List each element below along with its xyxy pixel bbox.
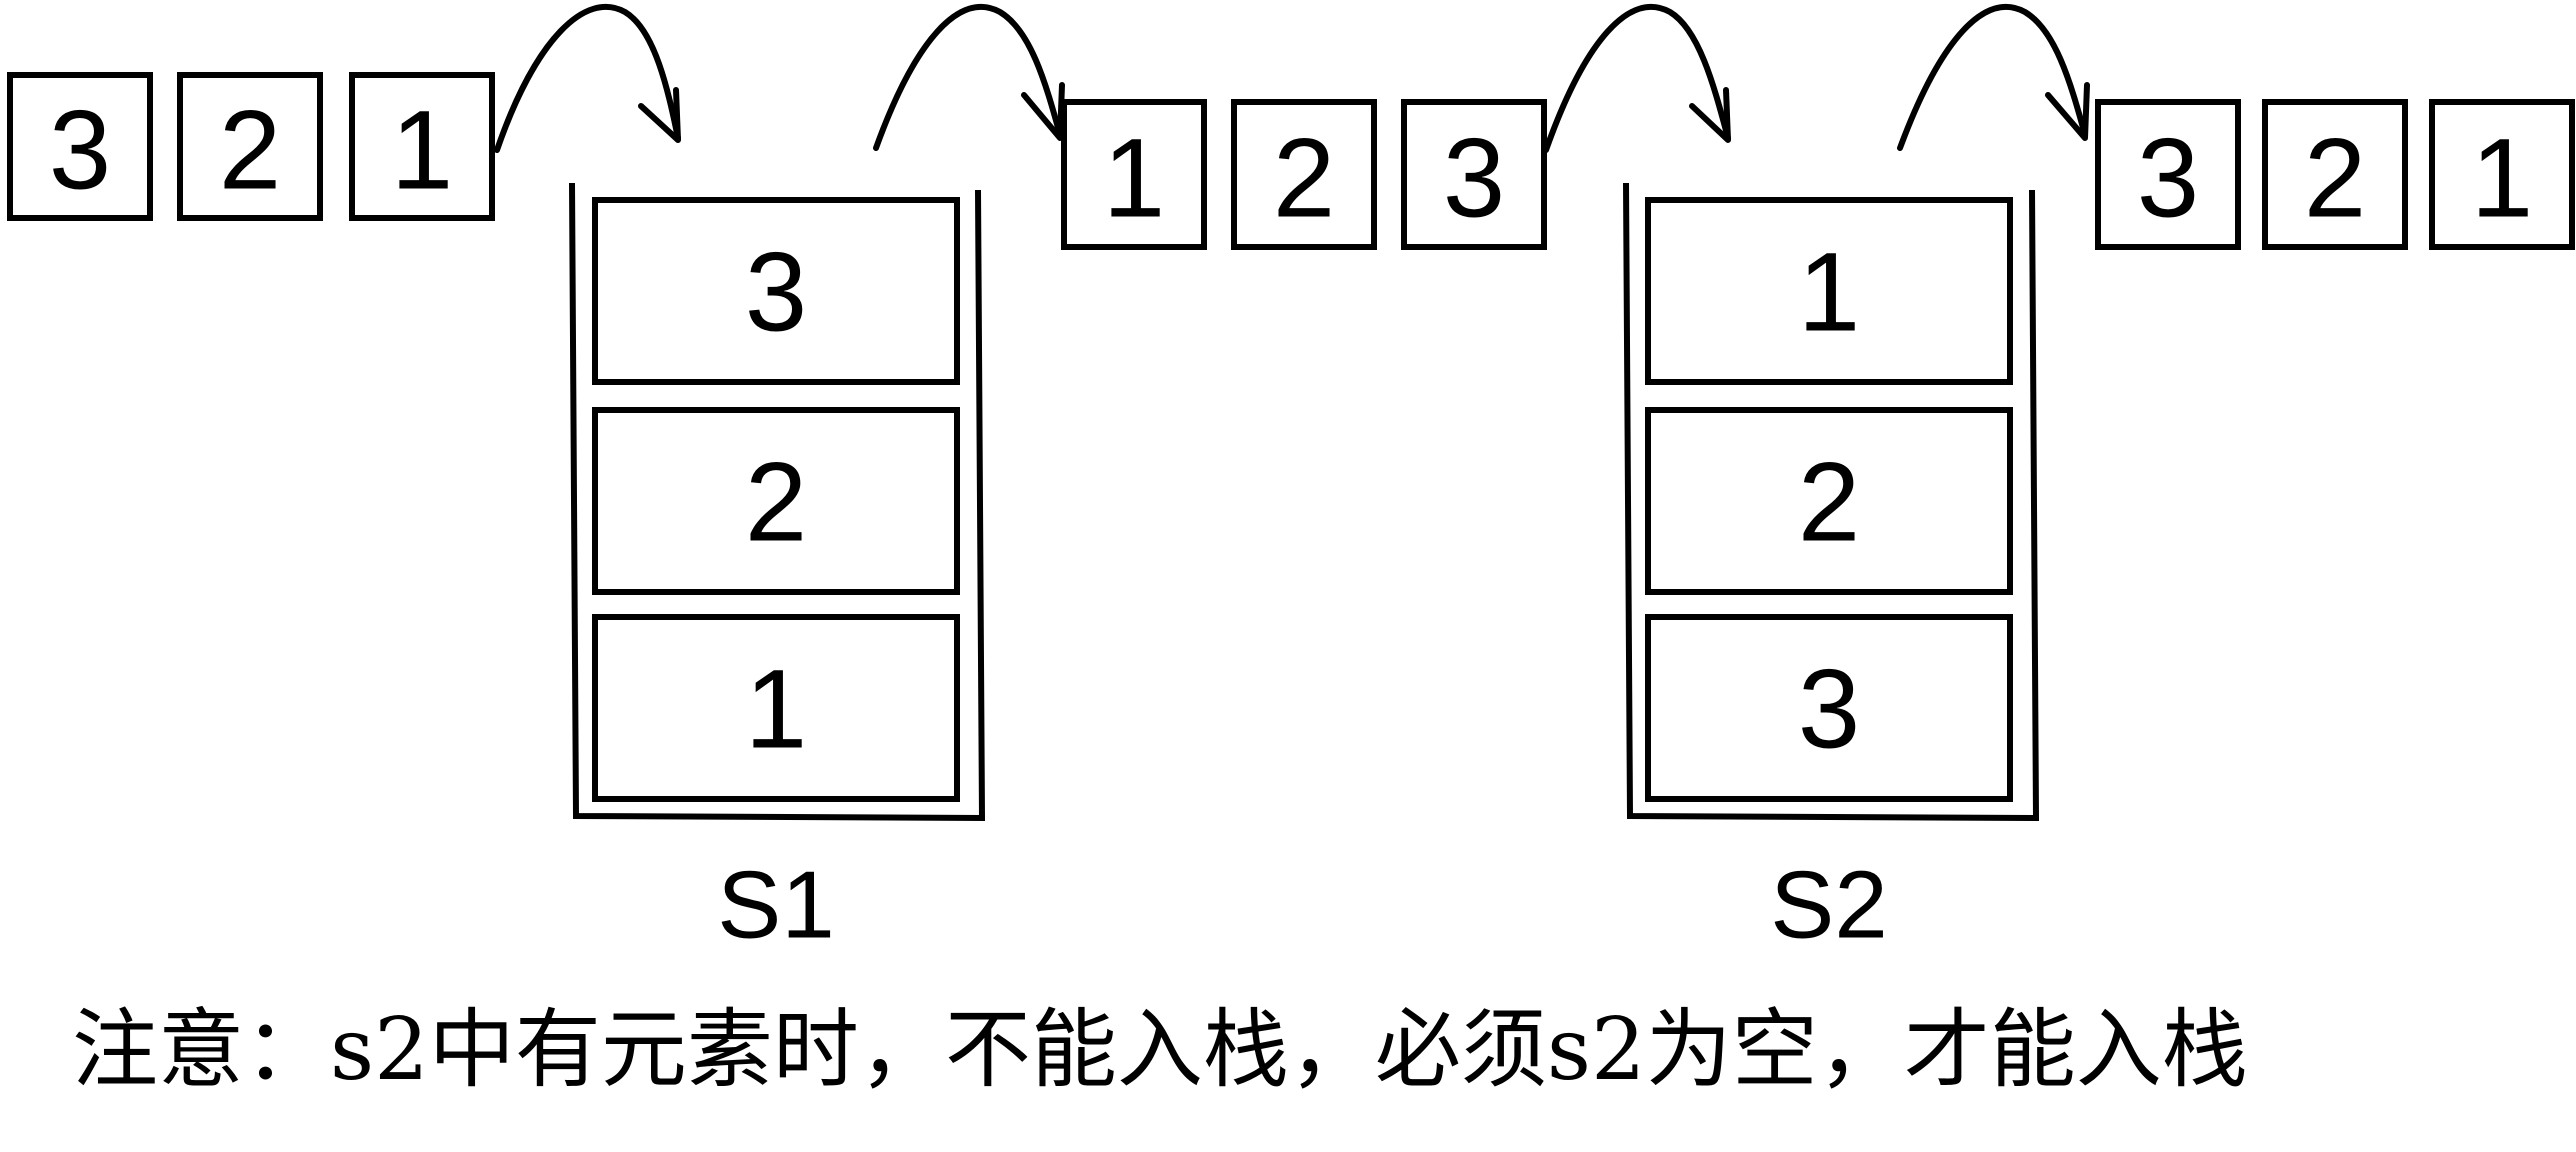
- caption-note: 注意：s2中有元素时，不能入栈，必须s2为空，才能入栈: [72, 1000, 2248, 1100]
- stack-cell-text: 2: [745, 440, 807, 565]
- sequence-cell: 2: [2262, 99, 2408, 250]
- sequence-cell: 2: [1231, 99, 1377, 250]
- sequence-cell-text: 3: [49, 88, 111, 213]
- stack-cell: 2: [592, 407, 960, 595]
- stack-cell: 2: [1645, 407, 2013, 595]
- input-sequence: 3 2 1: [7, 72, 495, 221]
- stack-label: S2: [1770, 852, 1887, 959]
- sequence-cell-text: 1: [391, 88, 453, 213]
- sequence-cell: 1: [349, 72, 495, 221]
- sequence-cell: 3: [7, 72, 153, 221]
- sequence-cell: 3: [1401, 99, 1547, 250]
- stack-container: [1623, 182, 2040, 822]
- sequence-cell: 1: [2429, 99, 2575, 250]
- pop-from-s1-arrow: [873, 4, 1065, 151]
- stack-cell: 1: [1645, 197, 2013, 385]
- stack-cell: 3: [592, 197, 960, 385]
- stack-cell-text: 3: [745, 230, 807, 355]
- sequence-cell: 2: [177, 72, 323, 221]
- push-to-s1-arrow: [494, 4, 681, 153]
- sequence-cell-text: 2: [2304, 116, 2366, 241]
- output-sequence: 3 2 1: [2095, 99, 2575, 250]
- sequence-cell-text: 3: [1443, 116, 1505, 241]
- middle-sequence: 1 2 3: [1061, 99, 1547, 250]
- stack-s2: 1 2 3 S2: [1623, 182, 2040, 959]
- sequence-cell: 3: [2095, 99, 2241, 250]
- stack-cell: 3: [1645, 614, 2013, 802]
- stack-cell-text: 1: [745, 647, 807, 772]
- sequence-cell-text: 1: [2471, 116, 2533, 241]
- sequence-cell: 1: [1061, 99, 1207, 250]
- sequence-cell-text: 2: [1273, 116, 1335, 241]
- stack-container: [569, 182, 986, 822]
- stack-cell: 1: [592, 614, 960, 802]
- sequence-cell-text: 2: [219, 88, 281, 213]
- stack-label: S1: [717, 852, 834, 959]
- stack-cell-text: 2: [1798, 440, 1860, 565]
- sequence-cell-text: 3: [2137, 116, 2199, 241]
- sequence-cell-text: 1: [1103, 116, 1165, 241]
- pop-from-s2-arrow: [1897, 4, 2090, 151]
- stack-s1: 3 2 1 S1: [569, 182, 986, 959]
- stack-cell-text: 3: [1798, 647, 1860, 772]
- stack-cell-text: 1: [1798, 230, 1860, 355]
- push-to-s2-arrow: [1543, 4, 1731, 153]
